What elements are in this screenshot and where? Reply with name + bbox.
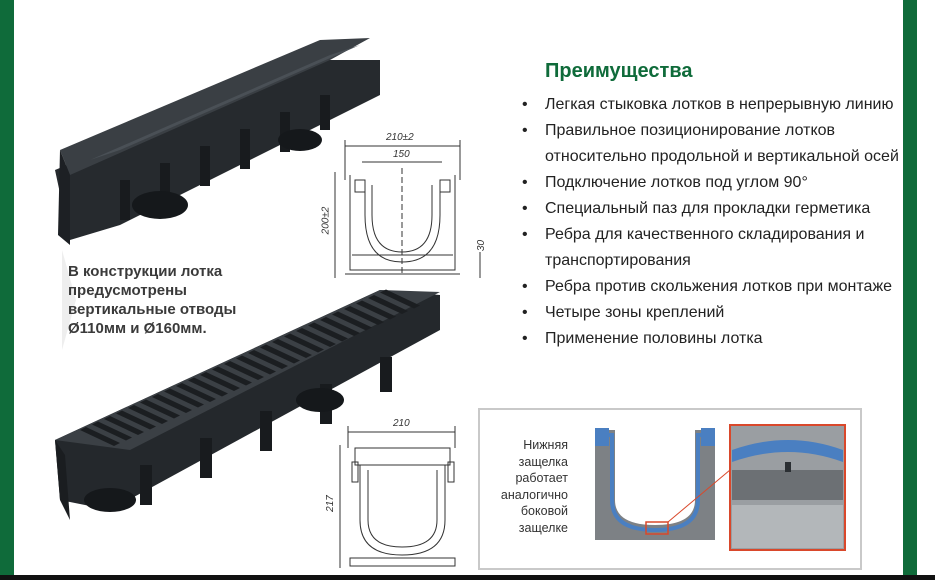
benefits-list: Легкая стыковка лотков в непрерывную лин… xyxy=(520,92,900,352)
latch-info-line: защелке xyxy=(518,520,568,535)
grate-slot xyxy=(164,388,204,408)
grate-slot xyxy=(284,333,324,353)
grate-slot xyxy=(128,405,168,424)
grate-slot xyxy=(116,410,156,430)
dim-height: 200±2 xyxy=(320,206,332,235)
grate-slot xyxy=(296,328,336,347)
benefit-item: Специальный паз для прокладки герметика xyxy=(520,196,900,222)
grate-slot xyxy=(236,355,276,375)
grate-slot xyxy=(272,339,312,358)
grate-slot xyxy=(308,322,348,342)
grate-slot xyxy=(320,317,360,336)
right-margin xyxy=(917,0,935,580)
grate-slot xyxy=(380,289,420,309)
latch-info-line: аналогично xyxy=(500,487,568,502)
grate-slot xyxy=(212,366,252,386)
grate-slot xyxy=(344,306,384,325)
grate-slot xyxy=(92,421,132,441)
grate-slot xyxy=(368,295,408,314)
construction-note: В конструкции лотка предусмотрены вертик… xyxy=(68,263,237,337)
bottom-bar xyxy=(0,575,935,580)
grate-slot xyxy=(224,361,264,380)
grate-slot xyxy=(176,383,216,402)
grate-slot xyxy=(104,416,144,435)
latch-info-line: работает xyxy=(515,471,568,485)
grate-slot xyxy=(356,300,396,320)
benefit-item: Подключение лотков под углом 90° xyxy=(520,170,900,196)
grate-slot xyxy=(152,394,192,413)
grate-slot xyxy=(140,399,180,419)
dim-width-inner: 150 xyxy=(393,149,410,160)
dim-bottom-height: 217 xyxy=(324,495,336,512)
dim-bottom-width: 210 xyxy=(393,418,410,429)
grate-slot xyxy=(200,372,240,391)
grate-slot xyxy=(332,311,372,331)
benefit-item: Ребра против скольжения лотков при монта… xyxy=(520,274,900,300)
latch-info-line: защелка xyxy=(518,454,568,469)
benefit-item: Применение половины лотка xyxy=(520,326,900,352)
dim-base: 30 xyxy=(476,239,488,252)
grate-slot xyxy=(248,350,288,369)
grate-slot xyxy=(260,344,300,364)
dim-width-outer: 210±2 xyxy=(386,132,414,143)
benefit-item: Легкая стыковка лотков в непрерывную лин… xyxy=(520,92,900,118)
right-green-border xyxy=(903,0,917,580)
note-arrow xyxy=(62,250,76,350)
benefit-item: Четыре зоны креплений xyxy=(520,300,900,326)
benefit-item: Ребра для качественного складирования и … xyxy=(520,222,900,274)
benefits-title: Преимущества xyxy=(545,60,693,82)
latch-info-text: Нижняя защелка работает аналогично боков… xyxy=(482,437,568,536)
latch-info-line: боковой xyxy=(520,504,568,518)
latch-info-line: Нижняя xyxy=(523,438,568,452)
grate-slot xyxy=(188,377,228,397)
grate-slot xyxy=(80,427,120,446)
left-green-border xyxy=(0,0,14,580)
benefit-item: Правильное позиционирование лотков относ… xyxy=(520,118,900,170)
